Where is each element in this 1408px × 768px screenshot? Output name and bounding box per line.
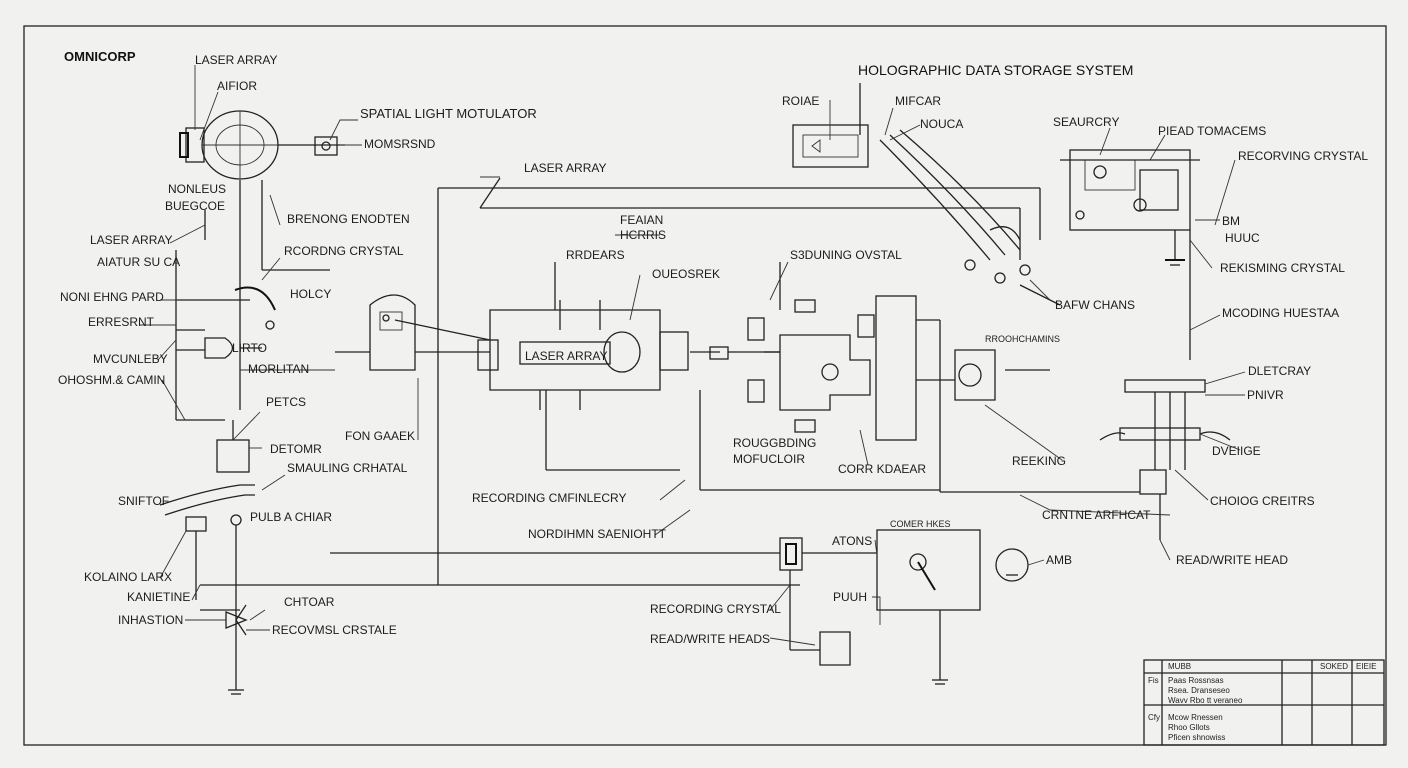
label-mvcunleby: MVCUNLEBY	[93, 352, 168, 366]
label-rcordng-crystal: RCORDNG CRYSTAL	[284, 244, 404, 258]
label-kolaino: KOLAINO LARX	[84, 570, 172, 584]
label-buegcoe: BUEGCOE	[165, 199, 225, 213]
tb-row2-key: Cfy	[1148, 713, 1160, 722]
label-read-write-head: READ/WRITE HEAD	[1176, 553, 1288, 567]
label-nouca: NOUCA	[920, 117, 963, 131]
label-fon-gaaek: FON GAAEK	[345, 429, 415, 443]
label-huuc: HUUC	[1225, 231, 1260, 245]
label-bafw-chans: BAFW CHANS	[1055, 298, 1135, 312]
label-sniftof: SNIFTOF	[118, 494, 169, 508]
lower-left-assembly	[159, 484, 800, 695]
beam-guide	[792, 83, 1061, 306]
crystal-reader	[262, 269, 491, 371]
label-spatial-light-modulator: SPATIAL LIGHT MOTULATOR	[360, 106, 537, 121]
label-pieadtom: PIEAD TOMACEMS	[1158, 124, 1266, 138]
tb-row2-c: Pficen shnowiss	[1168, 733, 1225, 742]
crystal-assembly	[747, 262, 1050, 441]
diagram-title: HOLOGRAPHIC DATA STORAGE SYSTEM	[858, 62, 1133, 78]
brand-logo: OMNICORP	[64, 49, 136, 64]
label-dveiige: DVEIIGE	[1212, 444, 1261, 458]
label-bm: BM	[1222, 214, 1240, 228]
top-right-mechanism	[1060, 149, 1200, 360]
label-seaurcry: SEAURCRY	[1053, 115, 1119, 129]
label-pulb: PULB A CHIAR	[250, 510, 332, 524]
label-erresrnt: ERRESRNT	[88, 315, 155, 329]
sheet-border	[23, 25, 1387, 746]
label-rrdears: RRDEARS	[566, 248, 625, 262]
title-block: MUBB SOKED EIEIE Fis Paas Rossnsas Rsea.…	[1143, 659, 1385, 746]
tb-header-1: MUBB	[1168, 662, 1191, 671]
label-feaian: FEAIAN	[620, 213, 663, 227]
label-pnivr: PNIVR	[1247, 388, 1284, 402]
label-s3duning: S3DUNING OVSTAL	[790, 248, 902, 262]
label-reeking: REEKING	[1012, 454, 1066, 468]
label-ohoshm: OHOSHM.& CAMIN	[58, 373, 165, 387]
label-corr-kdaear: CORR KDAEAR	[838, 462, 926, 476]
label-smauling: SMAULING CRHATAL	[287, 461, 408, 475]
label-chtoar: CHTOAR	[284, 595, 335, 609]
label-oueosrek: OUEOSREK	[652, 267, 720, 281]
label-dletcray: DLETCRAY	[1248, 364, 1311, 378]
tb-row1-b: Rsea. Dranseseo	[1168, 686, 1230, 695]
label-nonleus: NONLEUS	[168, 182, 226, 196]
label-crntne: CRNTNE ARFHCAT	[1042, 508, 1151, 522]
tb-row2-a: Mcow Rnessen	[1168, 713, 1223, 722]
label-recording-crystal-bottom: RECORDING CRYSTAL	[650, 602, 781, 616]
tb-row1-key: Fis	[1148, 676, 1159, 685]
bottom-reader	[330, 390, 1029, 685]
label-rekisming-crystal: REKISMING CRYSTAL	[1220, 261, 1345, 275]
label-rougg: ROUGGBDING	[733, 436, 816, 450]
label-rroohcham: RROOHCHAMINS	[985, 334, 1060, 344]
labels: OMNICORP HOLOGRAPHIC DATA STORAGE SYSTEM…	[58, 49, 1368, 646]
right-stack	[939, 379, 1231, 540]
tb-header-3: EIEIE	[1356, 662, 1376, 671]
label-morlitan: MORLITAN	[248, 362, 309, 376]
label-aiatur: AIATUR SU CA	[97, 255, 180, 269]
label-noni-ehng: NONI EHNG PARD	[60, 290, 164, 304]
tb-header-2: SOKED	[1320, 662, 1348, 671]
label-hcrris: HCRRIS	[620, 228, 666, 242]
label-choiog: CHOIOG CREITRS	[1210, 494, 1315, 508]
label-laser-array-left: LASER ARRAY	[90, 233, 172, 247]
tb-row1-a: Paas Rossnsas	[1168, 676, 1224, 685]
laser-housing	[179, 110, 345, 180]
label-recording-cmfin: RECORDING CMFINLECRY	[472, 491, 626, 505]
laser-array-block	[477, 262, 780, 471]
label-nordihmn: NORDIHMN SAENIOHTT	[528, 527, 667, 541]
label-comer-hkes: COMER HKES	[890, 519, 951, 529]
label-kanietine: KANIETINE	[127, 590, 190, 604]
label-laser-array-center: LASER ARRAY	[524, 161, 606, 175]
label-amb: AMB	[1046, 553, 1072, 567]
label-brenong: BRENONG ENODTEN	[287, 212, 410, 226]
label-recovmsl: RECOVMSL CRSTALE	[272, 623, 397, 637]
label-roiae: ROIAE	[782, 94, 819, 108]
label-petcs: PETCS	[266, 395, 306, 409]
label-puuh: PUUH	[833, 590, 867, 604]
label-lirto: LIRTO	[232, 341, 267, 355]
label-read-write-heads: READ/WRITE HEADS	[650, 632, 770, 646]
label-mofucloir: MOFUCLOIR	[733, 452, 805, 466]
label-detomr: DETOMR	[270, 442, 322, 456]
label-mcoding: MCODING HUESTAA	[1222, 306, 1339, 320]
label-laser-array-block: LASER ARRAY	[525, 349, 607, 363]
tb-row2-b: Rhoo Gllots	[1168, 723, 1210, 732]
top-bus-lines	[437, 177, 1041, 585]
label-inhastion: INHASTION	[118, 613, 183, 627]
left-signal-bus	[175, 180, 276, 473]
label-mifcar: MIFCAR	[895, 94, 941, 108]
label-momsrsnd: MOMSRSND	[364, 137, 436, 151]
label-holcy: HOLCY	[290, 287, 331, 301]
label-recorving-crystal: RECORVING CRYSTAL	[1238, 149, 1368, 163]
leader-lines	[140, 65, 1246, 646]
label-laser-array-top: LASER ARRAY	[195, 53, 277, 67]
label-atons: ATONS	[832, 534, 872, 548]
tb-row1-c: Wavv Rbo tt veraneo	[1168, 696, 1243, 705]
label-aifior: AIFIOR	[217, 79, 257, 93]
